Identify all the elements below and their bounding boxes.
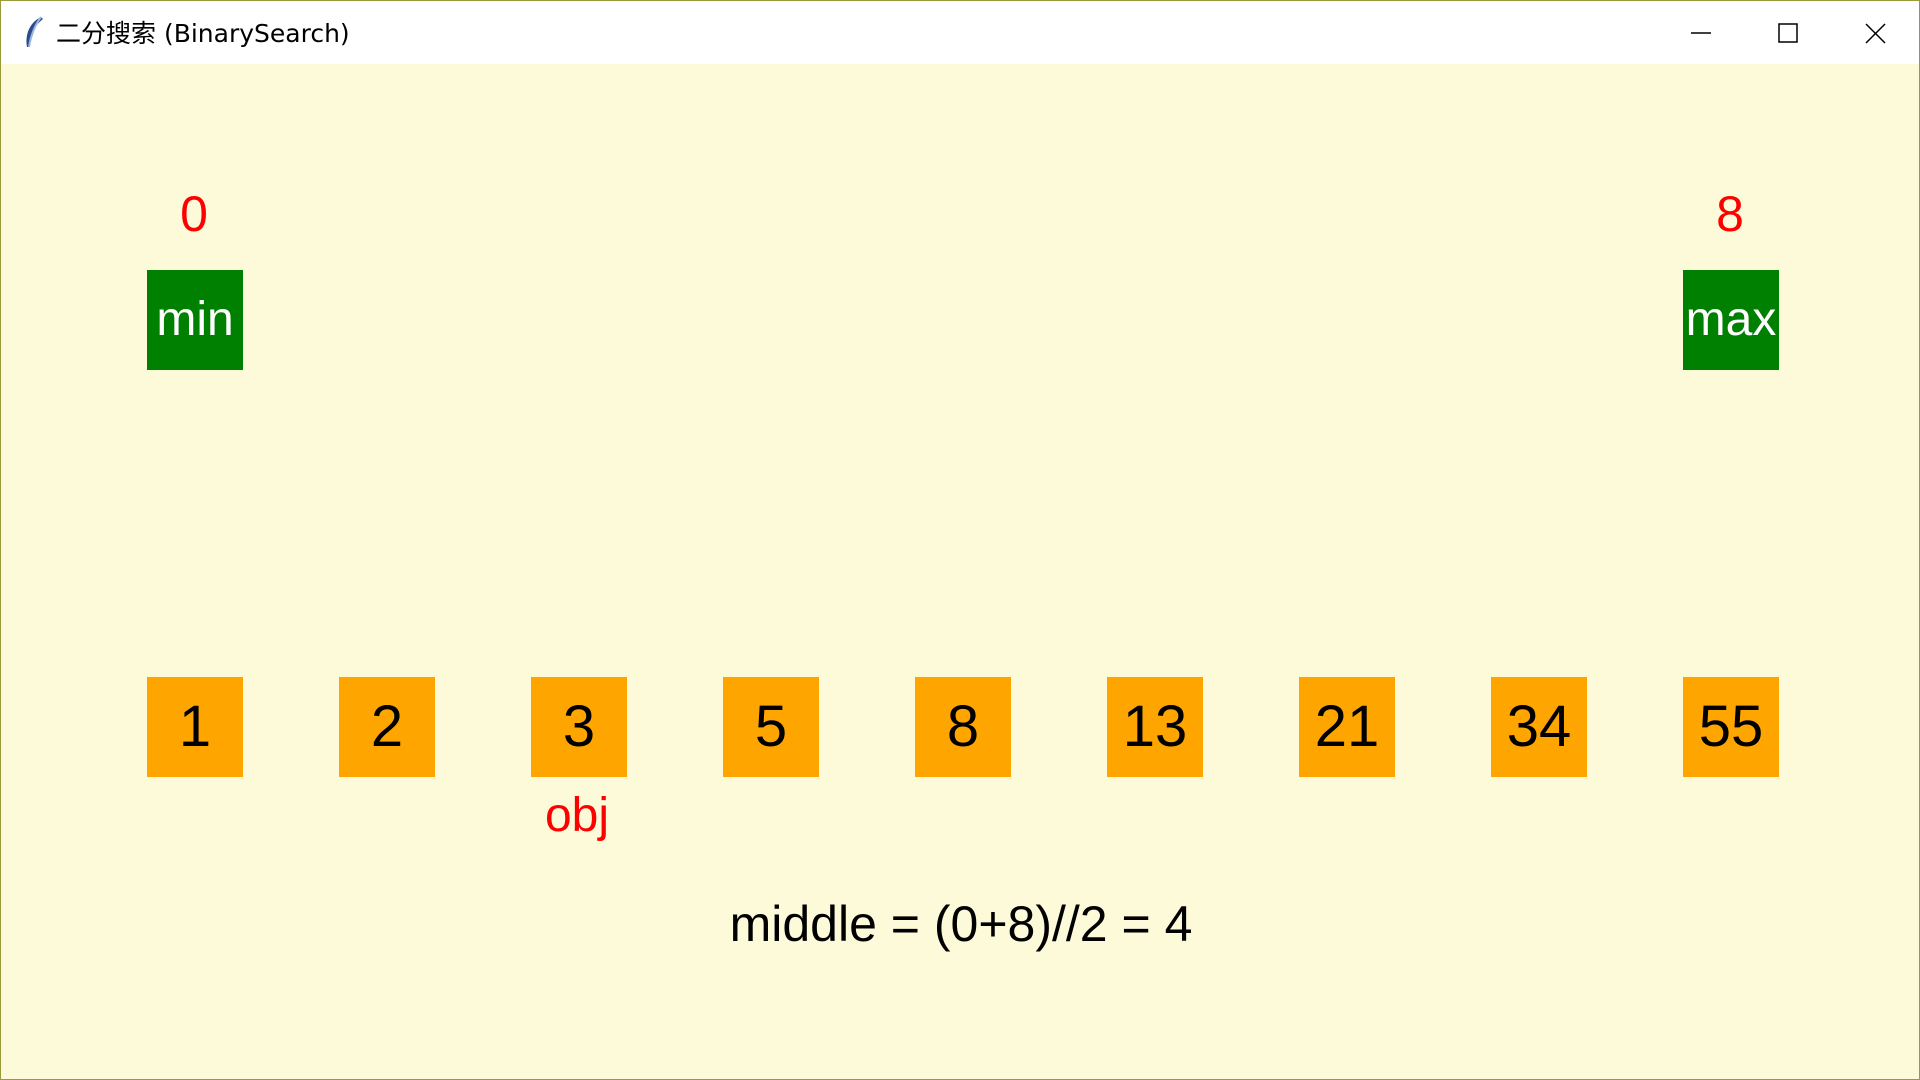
array-cell: 21 — [1299, 677, 1395, 777]
feather-icon — [19, 15, 49, 51]
array-cell: 5 — [723, 677, 819, 777]
min-pointer: min — [147, 270, 243, 370]
obj-label: obj — [544, 789, 610, 842]
max-pointer: max — [1683, 270, 1779, 370]
search-canvas: 0 min 8 max 1 2 3 5 8 13 21 34 55 obj mi… — [1, 64, 1919, 1079]
array-cell: 1 — [147, 677, 243, 777]
max-index-label: 8 — [1716, 186, 1744, 242]
array-cell: 8 — [915, 677, 1011, 777]
window-title: 二分搜索 (BinarySearch) — [56, 19, 350, 48]
middle-formula: middle = (0+8)//2 = 4 — [729, 896, 1193, 952]
array-cell: 2 — [339, 677, 435, 777]
maximize-button[interactable] — [1744, 1, 1832, 64]
array-cell: 55 — [1683, 677, 1779, 777]
array-cell: 3 — [531, 677, 627, 777]
close-button[interactable] — [1831, 1, 1919, 64]
minimize-icon — [1691, 32, 1711, 34]
min-index-label: 0 — [180, 186, 208, 242]
minimize-button[interactable] — [1657, 1, 1745, 64]
title-bar[interactable]: 二分搜索 (BinarySearch) — [1, 1, 1919, 64]
close-icon — [1865, 23, 1886, 44]
maximize-icon — [1778, 23, 1798, 43]
array-cell: 13 — [1107, 677, 1203, 777]
array-cell: 34 — [1491, 677, 1587, 777]
